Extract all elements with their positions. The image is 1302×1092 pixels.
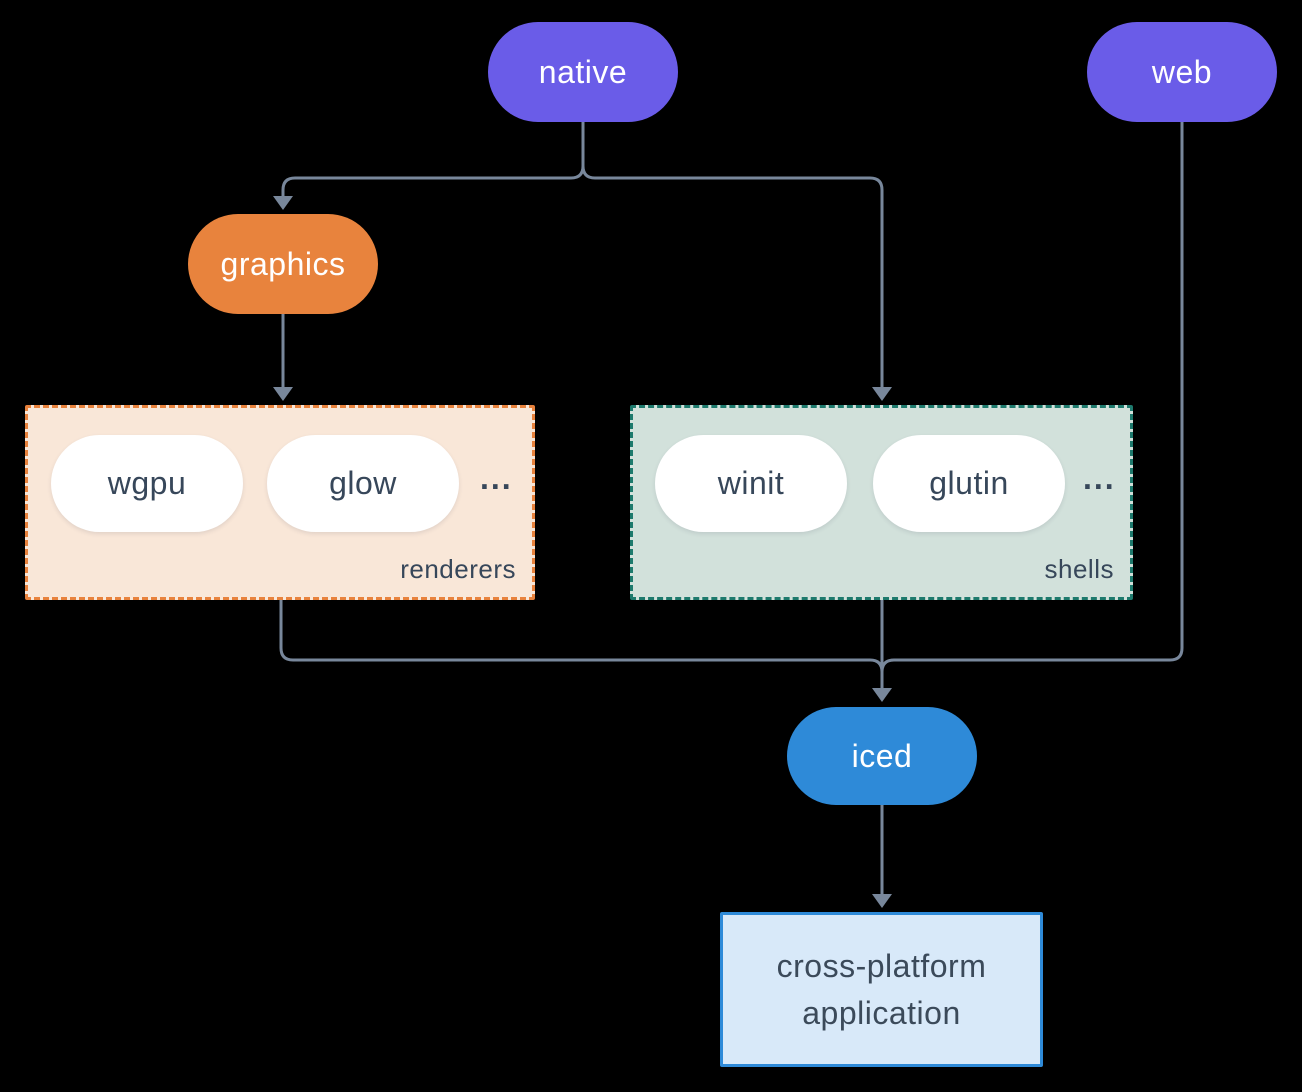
node-graphics: graphics (188, 214, 378, 314)
arrowhead-iced (872, 688, 892, 702)
group-label-shells: shells (1044, 554, 1114, 584)
node-native: native (488, 22, 678, 122)
connector-renderers-to-iced (279, 600, 884, 673)
renderers-ellipsis: ... (480, 460, 513, 496)
node-graphics-label: graphics (220, 245, 346, 282)
node-glow: glow (267, 435, 459, 532)
node-winit-label: winit (717, 465, 785, 501)
node-glutin-label: glutin (929, 465, 1009, 501)
node-winit: winit (655, 435, 847, 532)
node-glutin: glutin (873, 435, 1065, 532)
group-renderers: wgpu glow ... renderers (25, 405, 535, 600)
arrowhead-application (872, 894, 892, 908)
node-application-label-line2: application (802, 994, 961, 1031)
node-web: web (1087, 22, 1277, 122)
arrowhead-graphics (273, 196, 293, 210)
node-application: cross-platform application (720, 912, 1043, 1067)
node-wgpu: wgpu (51, 435, 243, 532)
node-wgpu-label: wgpu (107, 465, 187, 501)
group-label-renderers: renderers (400, 554, 516, 584)
arrowhead-renderers (273, 387, 293, 401)
arrowhead-shells (872, 387, 892, 401)
node-application-label-line1: cross-platform (776, 947, 987, 984)
shells-ellipsis: ... (1083, 460, 1116, 496)
connector-native-to-shells (581, 122, 884, 388)
connector-native-to-graphics (281, 122, 585, 197)
group-shells: winit glutin ... shells (630, 405, 1133, 600)
node-native-label: native (538, 53, 628, 90)
node-iced-label: iced (851, 737, 913, 774)
node-web-label: web (1151, 53, 1213, 90)
node-iced: iced (787, 707, 977, 805)
node-glow-label: glow (329, 465, 397, 501)
